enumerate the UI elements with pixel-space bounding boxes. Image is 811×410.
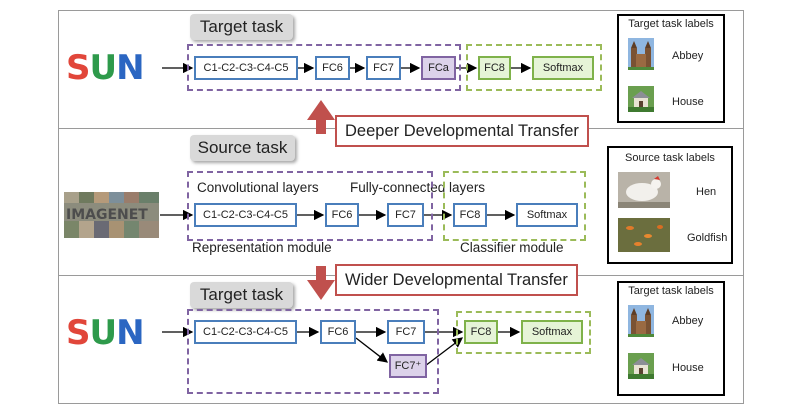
fca-box-top: FCa xyxy=(421,56,456,80)
target-labels-title-bottom: Target task labels xyxy=(628,285,714,297)
source-task-title: Source task xyxy=(190,135,295,161)
wider-transfer-arrow xyxy=(303,266,339,300)
top-task-title: Target task xyxy=(190,14,293,40)
conv-layers-box-source: C1-C2-C3-C4-C5 xyxy=(194,203,297,227)
house-label-bottom: House xyxy=(672,362,704,374)
fc7-box-top: FC7 xyxy=(366,56,401,80)
target-labels-title-top: Target task labels xyxy=(628,18,714,30)
house-label-top: House xyxy=(672,96,704,108)
sun-logo-u: U xyxy=(89,48,118,88)
abbey-label-top: Abbey xyxy=(672,50,704,62)
abbey-label-bottom: Abbey xyxy=(672,315,704,327)
sun-logo-u: U xyxy=(89,313,118,353)
representation-module-outline-bottom xyxy=(187,309,439,394)
hen-label: Hen xyxy=(696,186,717,198)
hen-image xyxy=(618,172,670,208)
conv-layers-box-top: C1-C2-C3-C4-C5 xyxy=(194,56,298,80)
house-image-bottom xyxy=(628,353,654,379)
classifier-module-outline xyxy=(443,171,586,241)
sun-dataset-logo-top: SUN xyxy=(66,48,145,88)
sun-logo-n: N xyxy=(116,48,144,88)
fc8-box-source: FC8 xyxy=(453,203,487,227)
fc7-box-source: FC7 xyxy=(387,203,424,227)
fc6-box-source: FC6 xyxy=(325,203,359,227)
conv-layers-box-bottom: C1-C2-C3-C4-C5 xyxy=(194,320,297,344)
fc6-box-top: FC6 xyxy=(315,56,350,80)
bottom-task-title: Target task xyxy=(190,282,293,308)
classifier-module-outline-bottom xyxy=(456,311,591,354)
fc6-box-bottom: FC6 xyxy=(320,320,356,344)
representation-module-outline xyxy=(187,171,433,241)
softmax-box-bottom: Softmax xyxy=(521,320,583,344)
source-labels-title: Source task labels xyxy=(625,152,715,164)
goldfish-label: Goldfish xyxy=(687,232,728,244)
abbey-image-top xyxy=(628,38,654,70)
classifier-module-label: Classifier module xyxy=(460,240,564,255)
target-labels-panel-bottom: Target task labels Abbey House xyxy=(617,281,725,396)
target-labels-panel-top: Target task labels Abbey House xyxy=(617,14,725,123)
softmax-box-source: Softmax xyxy=(516,203,578,227)
house-image-top xyxy=(628,86,654,112)
fc-layers-label: Fully-connected layers xyxy=(350,180,486,195)
fc8-box-bottom: FC8 xyxy=(464,320,498,344)
sun-logo-n: N xyxy=(116,313,144,353)
abbey-image-bottom xyxy=(628,305,654,337)
sun-dataset-logo-bottom: SUN xyxy=(66,313,145,353)
fc7-box-bottom: FC7 xyxy=(387,320,425,344)
representation-module-label: Representation module xyxy=(192,240,332,255)
deeper-transfer-label: Deeper Developmental Transfer xyxy=(335,115,589,147)
softmax-box-top: Softmax xyxy=(532,56,594,80)
conv-layers-label: Convolutional layers xyxy=(197,180,319,195)
fc7-plus-box-bottom: FC7⁺ xyxy=(389,354,427,378)
goldfish-image xyxy=(618,218,670,252)
sun-logo-s: S xyxy=(66,313,90,353)
fc8-box-top: FC8 xyxy=(478,56,511,80)
imagenet-mosaic xyxy=(64,192,159,238)
source-labels-panel: Source task labels Hen Goldfish xyxy=(607,146,733,264)
imagenet-logo: IMAGENET xyxy=(66,207,148,223)
sun-logo-s: S xyxy=(66,48,90,88)
representation-module-outline-top xyxy=(187,44,461,91)
deeper-transfer-arrow xyxy=(303,100,339,134)
wider-transfer-label: Wider Developmental Transfer xyxy=(335,264,578,296)
classifier-module-outline-top xyxy=(466,44,602,91)
